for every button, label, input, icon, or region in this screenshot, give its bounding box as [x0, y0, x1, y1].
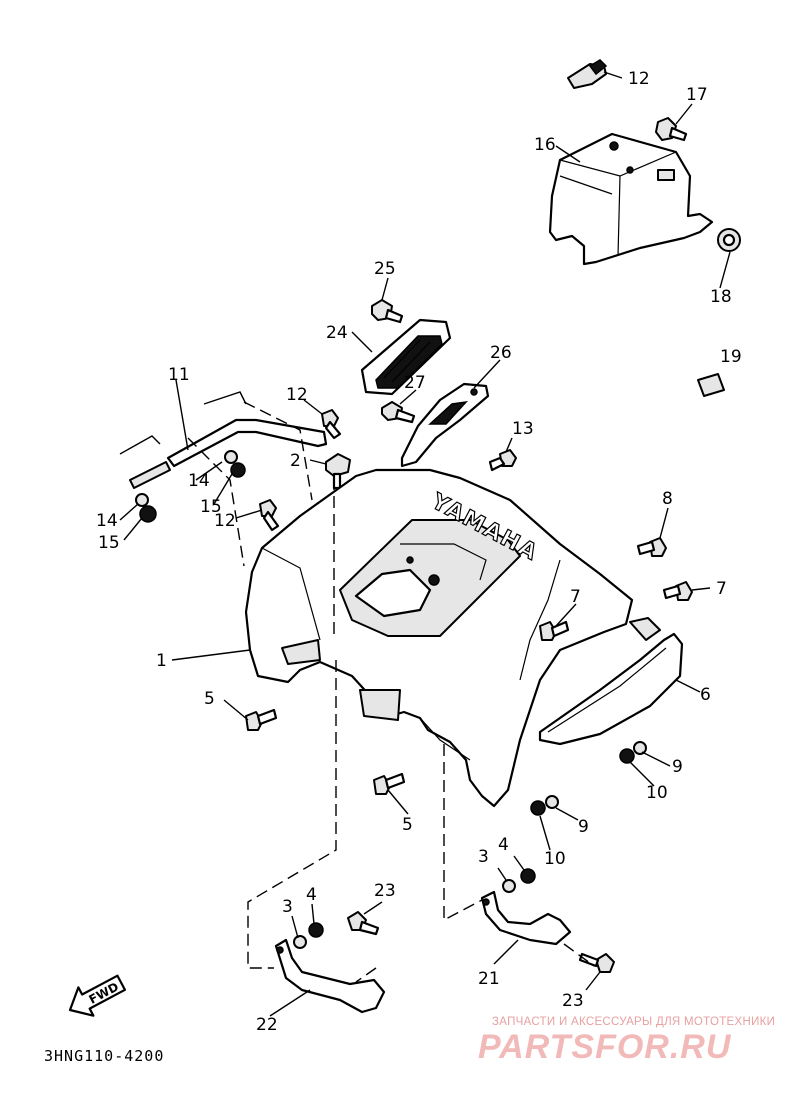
callout-16: 16	[534, 135, 556, 155]
callout-8: 8	[662, 489, 673, 509]
watermark-tagline: ЗАПЧАСТИ И АКСЕССУАРЫ ДЛЯ МОТОТЕХНИКИ	[492, 1016, 776, 1028]
part-7-bolt-right	[662, 581, 693, 601]
callout-5-left: 5	[204, 689, 215, 709]
part-27-bolt	[381, 401, 416, 424]
callout-9-right: 9	[672, 757, 683, 777]
part-9-10-hardware	[530, 741, 647, 816]
callout-12-lower: 12	[214, 511, 236, 531]
callout-23-lower: 23	[562, 991, 584, 1011]
drawing-code: 3HNG110-4200	[44, 1047, 165, 1065]
callout-13: 13	[512, 419, 534, 439]
part-8-bolt	[636, 537, 667, 557]
callout-24: 24	[326, 323, 348, 343]
callout-7-right: 7	[716, 579, 727, 599]
part-7-bolt-center	[539, 620, 570, 641]
callout-18: 18	[710, 287, 732, 307]
part-23-bolt-lower	[578, 952, 615, 973]
part-26-bracket	[400, 382, 490, 468]
callout-7-center: 7	[570, 587, 581, 607]
part-18-nut	[717, 228, 741, 252]
part-25-bolt	[371, 299, 404, 324]
callout-26: 26	[490, 343, 512, 363]
part-12-bolt-lower	[259, 499, 280, 532]
callout-10-center: 10	[544, 849, 566, 869]
part-13-bolt	[488, 449, 517, 472]
callout-2: 2	[290, 451, 301, 471]
callout-21: 21	[478, 969, 500, 989]
part-2-fastener	[325, 453, 351, 490]
callout-14-upper: 14	[188, 471, 210, 491]
callout-5-center: 5	[402, 815, 413, 835]
callout-3-right: 3	[478, 847, 489, 867]
callout-22: 22	[256, 1015, 278, 1035]
part-16-cover	[548, 132, 714, 266]
callout-12-upper: 12	[286, 385, 308, 405]
part-14-washer	[135, 450, 238, 507]
callout-3-left: 3	[282, 897, 293, 917]
leader-lines	[119, 71, 731, 1017]
part-15-nut	[139, 462, 246, 523]
part-3-4-hardware	[293, 868, 536, 949]
callout-6: 6	[700, 685, 711, 705]
callout-11: 11	[168, 365, 190, 385]
part-1-rear-fender	[244, 468, 634, 808]
part-23-bolt-upper	[347, 911, 380, 936]
callout-4-left: 4	[306, 885, 317, 905]
part-12-bolt-upper	[321, 409, 342, 440]
callout-23-upper: 23	[374, 881, 396, 901]
watermark-logo: PARTSFOR.RU	[478, 1028, 732, 1066]
callout-27: 27	[404, 373, 426, 393]
part-5-bolt-left	[245, 708, 278, 731]
part-21-bracket	[480, 890, 572, 946]
callout-19: 19	[720, 347, 742, 367]
callout-4-right: 4	[498, 835, 509, 855]
callout-17: 17	[686, 85, 708, 105]
callout-9-center: 9	[578, 817, 589, 837]
part-19-pad	[697, 373, 725, 397]
part-22-bracket	[274, 938, 386, 1014]
part-5-bolt-center	[373, 772, 406, 795]
callouts: 12 17 16 18 19 25 24 26 27 11 12 13 2 14…	[96, 69, 742, 1035]
part-17-bolt	[655, 117, 688, 142]
callout-20: 12	[628, 69, 650, 89]
part-20-clip	[567, 59, 608, 89]
part-6-guard	[538, 617, 684, 746]
fwd-arrow: FWD	[68, 974, 127, 1017]
callout-10-right: 10	[646, 783, 668, 803]
part-11-strip	[119, 391, 328, 489]
callout-15-lower: 15	[98, 533, 120, 553]
part-24-grip-plate	[360, 318, 452, 396]
callout-14-lower: 14	[96, 511, 118, 531]
callout-1: 1	[156, 651, 167, 671]
assembly-lines	[187, 401, 595, 983]
callout-25: 25	[374, 259, 396, 279]
callout-15-upper: 15	[200, 497, 222, 517]
